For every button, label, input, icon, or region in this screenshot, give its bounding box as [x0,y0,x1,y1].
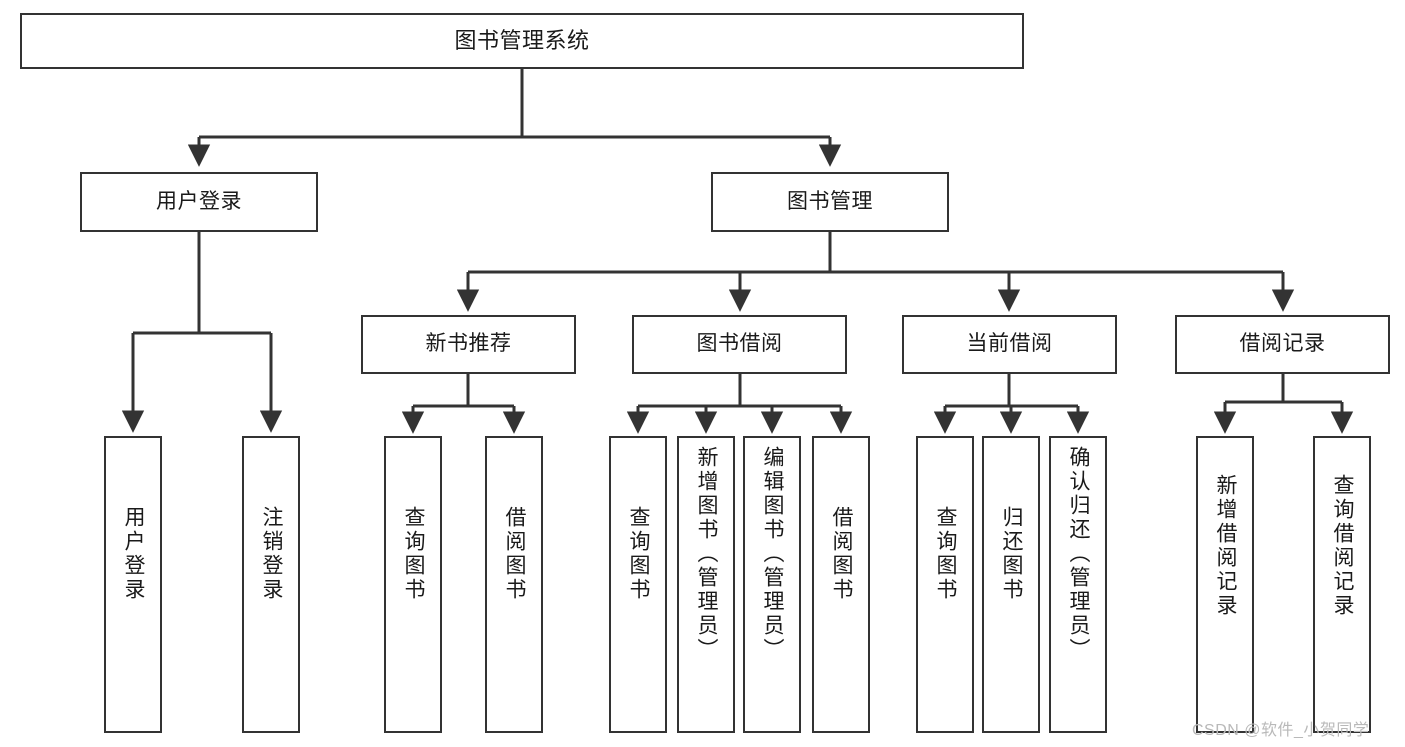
leaf-current-borrow-confirm-return-admin[interactable]: 确认归还（管理员） [1049,436,1107,733]
leaf-book-borrow-borrow-books[interactable]: 借阅图书 [812,436,870,733]
node-label: 确认归还（管理员） [1067,446,1091,662]
node-new-book-recommendation[interactable]: 新书推荐 [361,315,576,374]
node-label: 用户登录 [122,506,146,602]
leaf-new-book-borrow-books[interactable]: 借阅图书 [485,436,543,733]
node-label: 新增图书（管理员） [695,446,719,662]
node-book-management[interactable]: 图书管理 [711,172,949,232]
leaf-book-borrow-edit-book-admin[interactable]: 编辑图书（管理员） [743,436,801,733]
node-user-login[interactable]: 用户登录 [80,172,318,232]
leaf-current-borrow-query-books[interactable]: 查询图书 [916,436,974,733]
node-root-book-management-system[interactable]: 图书管理系统 [20,13,1024,69]
leaf-user-login-login[interactable]: 用户登录 [104,436,162,733]
node-label: 新书推荐 [425,332,512,356]
node-label: 注销登录 [260,506,284,602]
node-label: 编辑图书（管理员） [761,446,785,662]
leaf-new-book-query-books[interactable]: 查询图书 [384,436,442,733]
node-label: 新增借阅记录 [1214,474,1238,618]
leaf-book-borrow-query-books[interactable]: 查询图书 [609,436,667,733]
node-label: 查询图书 [627,506,651,602]
node-label: 归还图书 [1000,506,1024,602]
node-label: 当前借阅 [966,332,1053,356]
csdn-watermark: CSDN @软件_小贺同学 [1192,722,1370,739]
node-label: 查询图书 [402,506,426,602]
node-label: 图书管理 [787,189,873,213]
node-label: 用户登录 [156,189,242,213]
node-current-borrowing[interactable]: 当前借阅 [902,315,1117,374]
leaf-borrow-records-query-record[interactable]: 查询借阅记录 [1313,436,1371,733]
leaf-borrow-records-add-record[interactable]: 新增借阅记录 [1196,436,1254,733]
node-label: 借阅图书 [503,506,527,602]
node-label: 图书管理系统 [454,28,590,54]
node-label: 查询图书 [934,506,958,602]
leaf-book-borrow-add-book-admin[interactable]: 新增图书（管理员） [677,436,735,733]
node-label: 借阅记录 [1239,332,1326,356]
node-label: 借阅图书 [830,506,854,602]
node-label: 查询借阅记录 [1331,474,1355,618]
leaf-current-borrow-return-books[interactable]: 归还图书 [982,436,1040,733]
node-label: 图书借阅 [696,332,783,356]
node-book-borrowing[interactable]: 图书借阅 [632,315,847,374]
leaf-user-login-logout[interactable]: 注销登录 [242,436,300,733]
node-borrowing-records[interactable]: 借阅记录 [1175,315,1390,374]
